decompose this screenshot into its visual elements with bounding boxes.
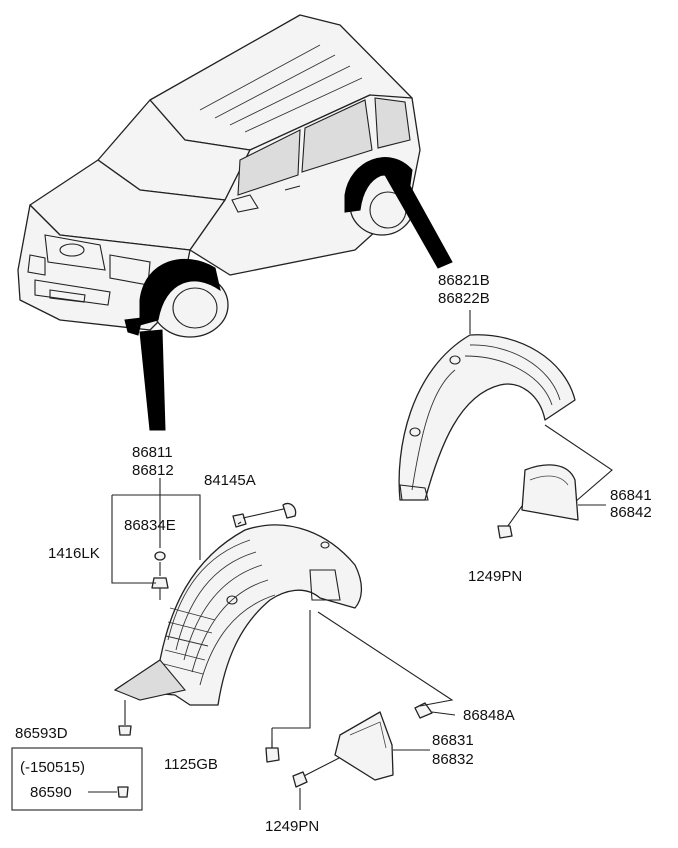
label-rear-screw: 1249PN [468, 568, 522, 585]
front-clip-part [317, 611, 456, 719]
rear-mud-flap [521, 464, 579, 521]
bolt-part [265, 610, 311, 763]
label-nut: 84145A [204, 472, 256, 489]
label-front-flap-alt: 86832 [432, 751, 474, 768]
front-wheel-liner [113, 524, 363, 706]
vehicle-illustration [17, 14, 453, 431]
label-rear-flap: 86841 [610, 487, 652, 504]
label-inset-date: (-150515) [20, 759, 85, 776]
washer-part [154, 551, 166, 561]
label-rear-liner: 86821B [438, 272, 490, 289]
label-front-flap: 86831 [432, 732, 474, 749]
label-rear-flap-alt: 86842 [610, 504, 652, 521]
nut-part [232, 502, 297, 528]
grommet-part [151, 577, 169, 589]
label-bolt: 1125GB [164, 756, 218, 773]
front-mud-flap [334, 711, 394, 781]
front-screw [292, 754, 346, 810]
label-front-liner-alt: 86812 [132, 462, 174, 479]
label-clip: 86593D [15, 725, 68, 742]
inset-box [11, 747, 143, 811]
label-grommet: 1416LK [48, 545, 100, 562]
label-washer: 86834E [124, 517, 176, 534]
label-inset-part: 86590 [30, 784, 72, 801]
label-front-screw: 1249PN [265, 818, 319, 835]
clip-part [118, 700, 132, 736]
rear-wheel-liner [398, 310, 613, 503]
label-rear-liner-alt: 86822B [438, 290, 490, 307]
label-front-liner: 86811 [132, 444, 173, 461]
rear-screw [497, 505, 523, 539]
label-front-clip: 86848A [463, 707, 515, 724]
